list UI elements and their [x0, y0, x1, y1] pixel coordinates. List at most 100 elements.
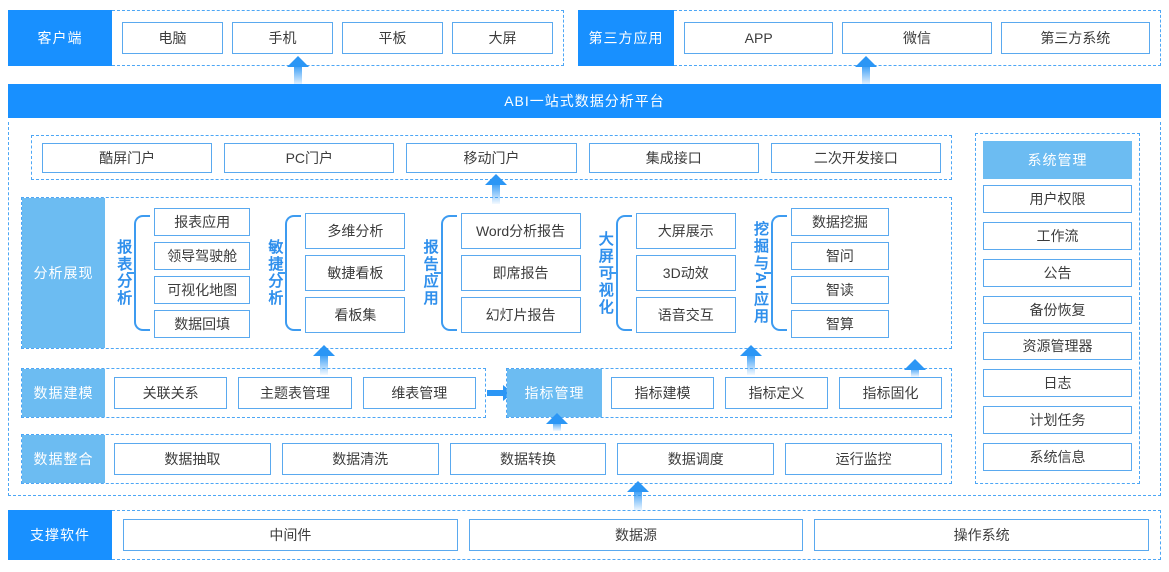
analysis-item-smart-read[interactable]: 智读 [790, 276, 889, 304]
support-item-os[interactable]: 操作系统 [814, 519, 1150, 551]
system-management-panel: 系统管理 用户权限 工作流 公告 备份恢复 资源管理器 日志 计划任务 系统信息 [975, 133, 1140, 484]
support-software-label: 支撑软件 [8, 510, 112, 560]
metrics-layer: 指标管理 指标建模 指标定义 指标固化 [506, 368, 952, 418]
analysis-group-bigscreen-label: 大屏可视化 [596, 230, 614, 316]
arrow-up-analysis-right-icon [740, 345, 762, 375]
support-software-layer: 支撑软件 中间件 数据源 操作系统 [8, 510, 1161, 560]
support-item-middleware[interactable]: 中间件 [123, 519, 458, 551]
arrow-up-modeling-icon [904, 359, 926, 377]
data-integration-items: 数据抽取 数据清洗 数据转换 数据调度 运行监控 [105, 443, 951, 475]
sysmgmt-item-resource-manager[interactable]: 资源管理器 [983, 332, 1132, 361]
data-modeling-layer-label: 数据建模 [22, 369, 105, 417]
analysis-group-report-items: 报表应用 领导驾驶舱 可视化地图 数据回填 [154, 208, 251, 338]
analysis-item-bigscreen-display[interactable]: 大屏展示 [635, 213, 736, 249]
metrics-item-modeling[interactable]: 指标建模 [611, 377, 714, 409]
portal-layer: 酷屏门户 PC门户 移动门户 集成接口 二次开发接口 [31, 135, 952, 180]
portal-item-mobile[interactable]: 移动门户 [406, 142, 577, 173]
sysmgmt-item-user-permission[interactable]: 用户权限 [983, 185, 1132, 214]
analysis-group-report-label: 报表分析 [115, 239, 133, 307]
sysmgmt-item-backup-restore[interactable]: 备份恢复 [983, 295, 1132, 324]
brace-icon [440, 215, 457, 331]
data-integration-layer-label: 数据整合 [22, 435, 105, 483]
analysis-item-voice-interaction[interactable]: 语音交互 [635, 297, 736, 333]
analysis-item-dashboard-set[interactable]: 看板集 [305, 297, 406, 333]
brace-icon [770, 215, 787, 331]
analysis-item-3d-effects[interactable]: 3D动效 [635, 255, 736, 291]
metrics-layer-label: 指标管理 [507, 369, 602, 417]
metrics-item-solidify[interactable]: 指标固化 [839, 377, 942, 409]
integration-item-schedule[interactable]: 数据调度 [617, 443, 775, 475]
portal-item-pc[interactable]: PC门户 [224, 142, 395, 173]
system-management-label: 系统管理 [983, 141, 1132, 179]
analysis-group-mining-ai-label: 挖掘与AI应用 [751, 221, 769, 325]
integration-item-monitor[interactable]: 运行监控 [785, 443, 942, 475]
analysis-group-report-app-items: Word分析报告 即席报告 幻灯片报告 [460, 213, 581, 333]
integration-item-transform[interactable]: 数据转换 [449, 443, 607, 475]
client-item-tablet[interactable]: 平板 [342, 22, 443, 54]
analysis-layer: 分析展现 报表分析 报表应用 领导驾驶舱 可视化地图 数据回填 敏捷分析 多维分… [21, 197, 952, 349]
client-layer-label: 客户端 [8, 10, 112, 66]
arrow-up-support-icon [627, 481, 649, 511]
analysis-item-word-report[interactable]: Word分析报告 [460, 213, 581, 249]
third-party-layer-items: APP 微信 第三方系统 [674, 10, 1161, 66]
integration-item-clean[interactable]: 数据清洗 [281, 443, 439, 475]
data-modeling-items: 关联关系 主题表管理 维表管理 [105, 377, 485, 409]
arrow-up-third-party-icon [855, 56, 877, 86]
sysmgmt-item-scheduled-task[interactable]: 计划任务 [983, 405, 1132, 434]
brace-icon [134, 215, 151, 331]
analysis-group-report: 报表分析 报表应用 领导驾驶舱 可视化地图 数据回填 [113, 198, 251, 348]
analysis-item-multidim[interactable]: 多维分析 [305, 213, 406, 249]
portal-item-kupin[interactable]: 酷屏门户 [42, 142, 213, 173]
analysis-item-slide-report[interactable]: 幻灯片报告 [460, 297, 581, 333]
analysis-group-report-app-label: 报告应用 [421, 239, 439, 307]
data-integration-layer: 数据整合 数据抽取 数据清洗 数据转换 数据调度 运行监控 [21, 434, 952, 484]
third-party-item-app[interactable]: APP [684, 22, 834, 54]
arrow-up-client-icon [287, 56, 309, 86]
sysmgmt-item-system-info[interactable]: 系统信息 [983, 442, 1132, 471]
data-modeling-layer: 数据建模 关联关系 主题表管理 维表管理 [21, 368, 486, 418]
portal-item-secondary-dev-api[interactable]: 二次开发接口 [770, 142, 942, 173]
sysmgmt-item-announcement[interactable]: 公告 [983, 258, 1132, 287]
integration-item-extract[interactable]: 数据抽取 [114, 443, 271, 475]
third-party-layer: 第三方应用 APP 微信 第三方系统 [578, 10, 1161, 66]
metrics-item-definition[interactable]: 指标定义 [725, 377, 828, 409]
sysmgmt-item-workflow[interactable]: 工作流 [983, 222, 1132, 251]
third-party-layer-label: 第三方应用 [578, 10, 674, 66]
client-item-phone[interactable]: 手机 [232, 22, 333, 54]
modeling-item-dimension-table[interactable]: 维表管理 [362, 377, 476, 409]
analysis-item-leader-cockpit[interactable]: 领导驾驶舱 [154, 242, 251, 270]
analysis-item-smart-compute[interactable]: 智算 [790, 310, 889, 338]
sysmgmt-item-log[interactable]: 日志 [983, 369, 1132, 398]
analysis-item-visual-map[interactable]: 可视化地图 [154, 276, 251, 304]
portal-item-integration-api[interactable]: 集成接口 [588, 142, 759, 173]
support-software-items: 中间件 数据源 操作系统 [112, 510, 1161, 560]
client-layer: 客户端 电脑 手机 平板 大屏 [8, 10, 564, 66]
modeling-item-subject-table[interactable]: 主题表管理 [238, 377, 352, 409]
support-item-datasource[interactable]: 数据源 [468, 519, 804, 551]
analysis-group-bigscreen: 大屏可视化 大屏展示 3D动效 语音交互 [595, 198, 736, 348]
analysis-item-smart-ask[interactable]: 智问 [790, 242, 889, 270]
analysis-item-agile-dashboard[interactable]: 敏捷看板 [305, 255, 406, 291]
analysis-group-agile-items: 多维分析 敏捷看板 看板集 [305, 213, 406, 333]
system-management-items: 用户权限 工作流 公告 备份恢复 资源管理器 日志 计划任务 系统信息 [983, 179, 1132, 475]
analysis-item-adhoc-report[interactable]: 即席报告 [460, 255, 581, 291]
analysis-item-report-app[interactable]: 报表应用 [154, 208, 251, 236]
client-item-bigscreen[interactable]: 大屏 [452, 22, 553, 54]
modeling-item-relations[interactable]: 关联关系 [114, 377, 228, 409]
third-party-item-system[interactable]: 第三方系统 [1000, 22, 1150, 54]
analysis-group-agile-label: 敏捷分析 [266, 239, 284, 307]
platform-container [8, 122, 1161, 496]
arrow-up-portal-icon [485, 174, 507, 204]
metrics-items: 指标建模 指标定义 指标固化 [602, 377, 951, 409]
client-layer-items: 电脑 手机 平板 大屏 [112, 10, 564, 66]
third-party-item-wechat[interactable]: 微信 [842, 22, 992, 54]
analysis-item-data-mining[interactable]: 数据挖掘 [790, 208, 889, 236]
analysis-item-data-writeback[interactable]: 数据回填 [154, 310, 251, 338]
client-item-pc[interactable]: 电脑 [122, 22, 223, 54]
analysis-group-mining-ai-items: 数据挖掘 智问 智读 智算 [790, 208, 889, 338]
analysis-group-report-app: 报告应用 Word分析报告 即席报告 幻灯片报告 [419, 198, 581, 348]
brace-icon [615, 215, 632, 331]
platform-banner-title: ABI一站式数据分析平台 [8, 84, 1161, 118]
analysis-groups: 报表分析 报表应用 领导驾驶舱 可视化地图 数据回填 敏捷分析 多维分析 敏捷看… [105, 198, 951, 348]
arrow-up-analysis-left-icon [313, 345, 335, 375]
